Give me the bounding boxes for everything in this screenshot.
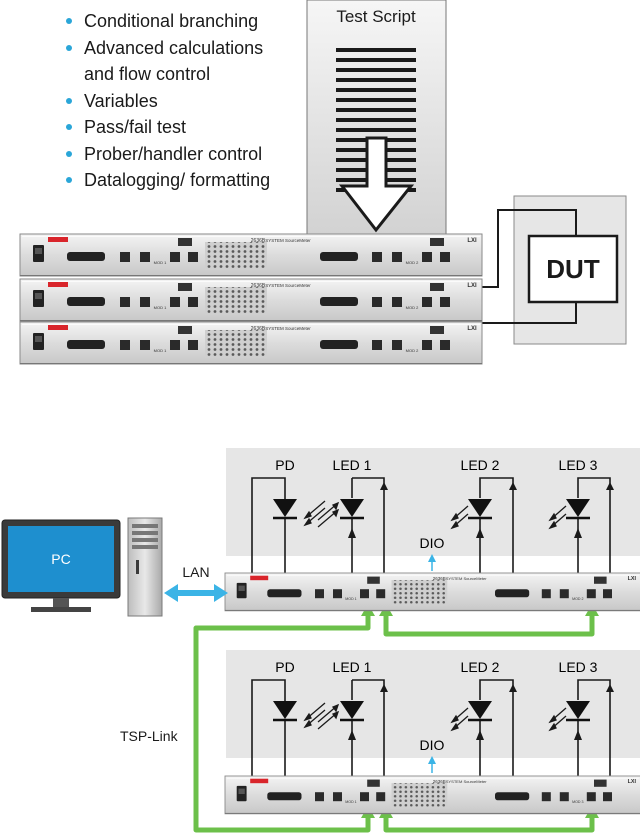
svg-text:MOD 2: MOD 2 [406,348,419,353]
svg-text:LXI: LXI [467,326,477,332]
svg-text:2636B: 2636B [251,326,266,332]
svg-text:SYSTEM SourceMeter: SYSTEM SourceMeter [265,326,311,331]
tsp-link-label: TSP-Link [120,728,179,744]
svg-text:SYSTEM SourceMeter: SYSTEM SourceMeter [265,238,311,243]
lan-label: LAN [182,564,209,580]
script-line [336,78,416,82]
led-3-label: LED 3 [559,659,598,675]
instrument-unit-1: 2636B SYSTEM SourceMeter MOD 1 MOD 2 LXI [19,233,483,277]
script-line [336,118,416,122]
pc-computer: PC [1,517,163,617]
svg-text:MOD 1: MOD 1 [345,597,356,601]
instrument-unit-3: 2636B SYSTEM SourceMeter MOD 1 MOD 2 LXI [19,321,483,365]
svg-text:MOD 2: MOD 2 [572,597,583,601]
dut-box [527,234,619,304]
script-line [336,128,416,132]
svg-text:MOD 1: MOD 1 [345,800,356,804]
svg-text:LXI: LXI [467,283,477,289]
script-line [336,98,416,102]
instrument-unit-4: 2636B SYSTEM SourceMeter MOD 1 MOD 2 LXI [224,572,640,612]
svg-text:MOD 1: MOD 1 [154,305,167,310]
down-arrow-icon [338,136,415,233]
pd-label: PD [275,659,294,675]
feature-item: Advanced calculations [64,35,270,62]
dut-wire [480,209,577,288]
dut-wire [480,302,577,324]
svg-text:2636B: 2636B [433,779,446,784]
tsp-link-cable [193,612,595,833]
instrument-unit-5: 2636B SYSTEM SourceMeter MOD 1 MOD 3 LXI [224,775,640,815]
svg-text:SYSTEM SourceMeter: SYSTEM SourceMeter [265,283,311,288]
bullet-dot-icon [66,150,72,157]
bullet-dot-icon [66,177,72,183]
pd-label: PD [275,457,294,473]
svg-text:2636B: 2636B [251,238,266,244]
led-2-label: LED 2 [461,659,500,675]
svg-text:MOD 1: MOD 1 [154,260,167,265]
feature-item-continued: and flow control [84,64,211,84]
dio-arrow-icon [428,554,436,562]
svg-text:LXI: LXI [628,576,637,582]
circuit-1 [251,477,611,582]
svg-text:MOD 2: MOD 2 [406,260,419,265]
svg-text:MOD 3: MOD 3 [572,800,583,804]
bullet-dot-icon [66,18,72,24]
feature-item: Prober/handler control [64,141,270,168]
svg-text:2636B: 2636B [433,576,446,581]
led-2-label: LED 2 [461,457,500,473]
light-emission-icon [303,500,567,530]
current-arrow-icon [348,684,614,740]
dio-label: DIO [420,737,445,753]
svg-text:LXI: LXI [467,238,477,244]
svg-text:MOD 2: MOD 2 [406,305,419,310]
current-arrow-icon [348,482,614,538]
svg-text:2636B: 2636B [251,283,266,289]
svg-text:SYSTEM SourceMeter: SYSTEM SourceMeter [446,779,488,784]
script-line [336,58,416,62]
dio-arrow-icon [428,756,436,764]
svg-text:MOD 1: MOD 1 [154,348,167,353]
script-line [336,48,416,52]
lan-arrow-icon [164,584,228,602]
pc-label: PC [51,551,70,567]
script-line [336,68,416,72]
test-script-title: Test Script [336,7,416,26]
feature-item: Pass/fail test [64,114,270,141]
bullet-dot-icon [66,44,72,51]
light-emission-icon [303,702,567,732]
script-line [336,108,416,112]
script-line [336,88,416,92]
feature-item: Datalogging/ formatting [64,167,270,194]
svg-text:SYSTEM SourceMeter: SYSTEM SourceMeter [446,576,488,581]
led-3-label: LED 3 [559,457,598,473]
feature-item: Conditional branching [64,8,270,35]
feature-list: Conditional branching Advanced calculati… [64,8,270,194]
bullet-dot-icon [66,97,72,104]
bullet-dot-icon [66,124,72,130]
dio-label: DIO [420,535,445,551]
led-1-label: LED 1 [333,659,372,675]
dut-label: DUT [546,254,600,284]
feature-item: Variables [64,88,270,115]
instrument-unit-2: 2636B SYSTEM SourceMeter MOD 1 MOD 2 LXI [19,278,483,322]
svg-text:LXI: LXI [628,779,637,785]
led-1-label: LED 1 [333,457,372,473]
